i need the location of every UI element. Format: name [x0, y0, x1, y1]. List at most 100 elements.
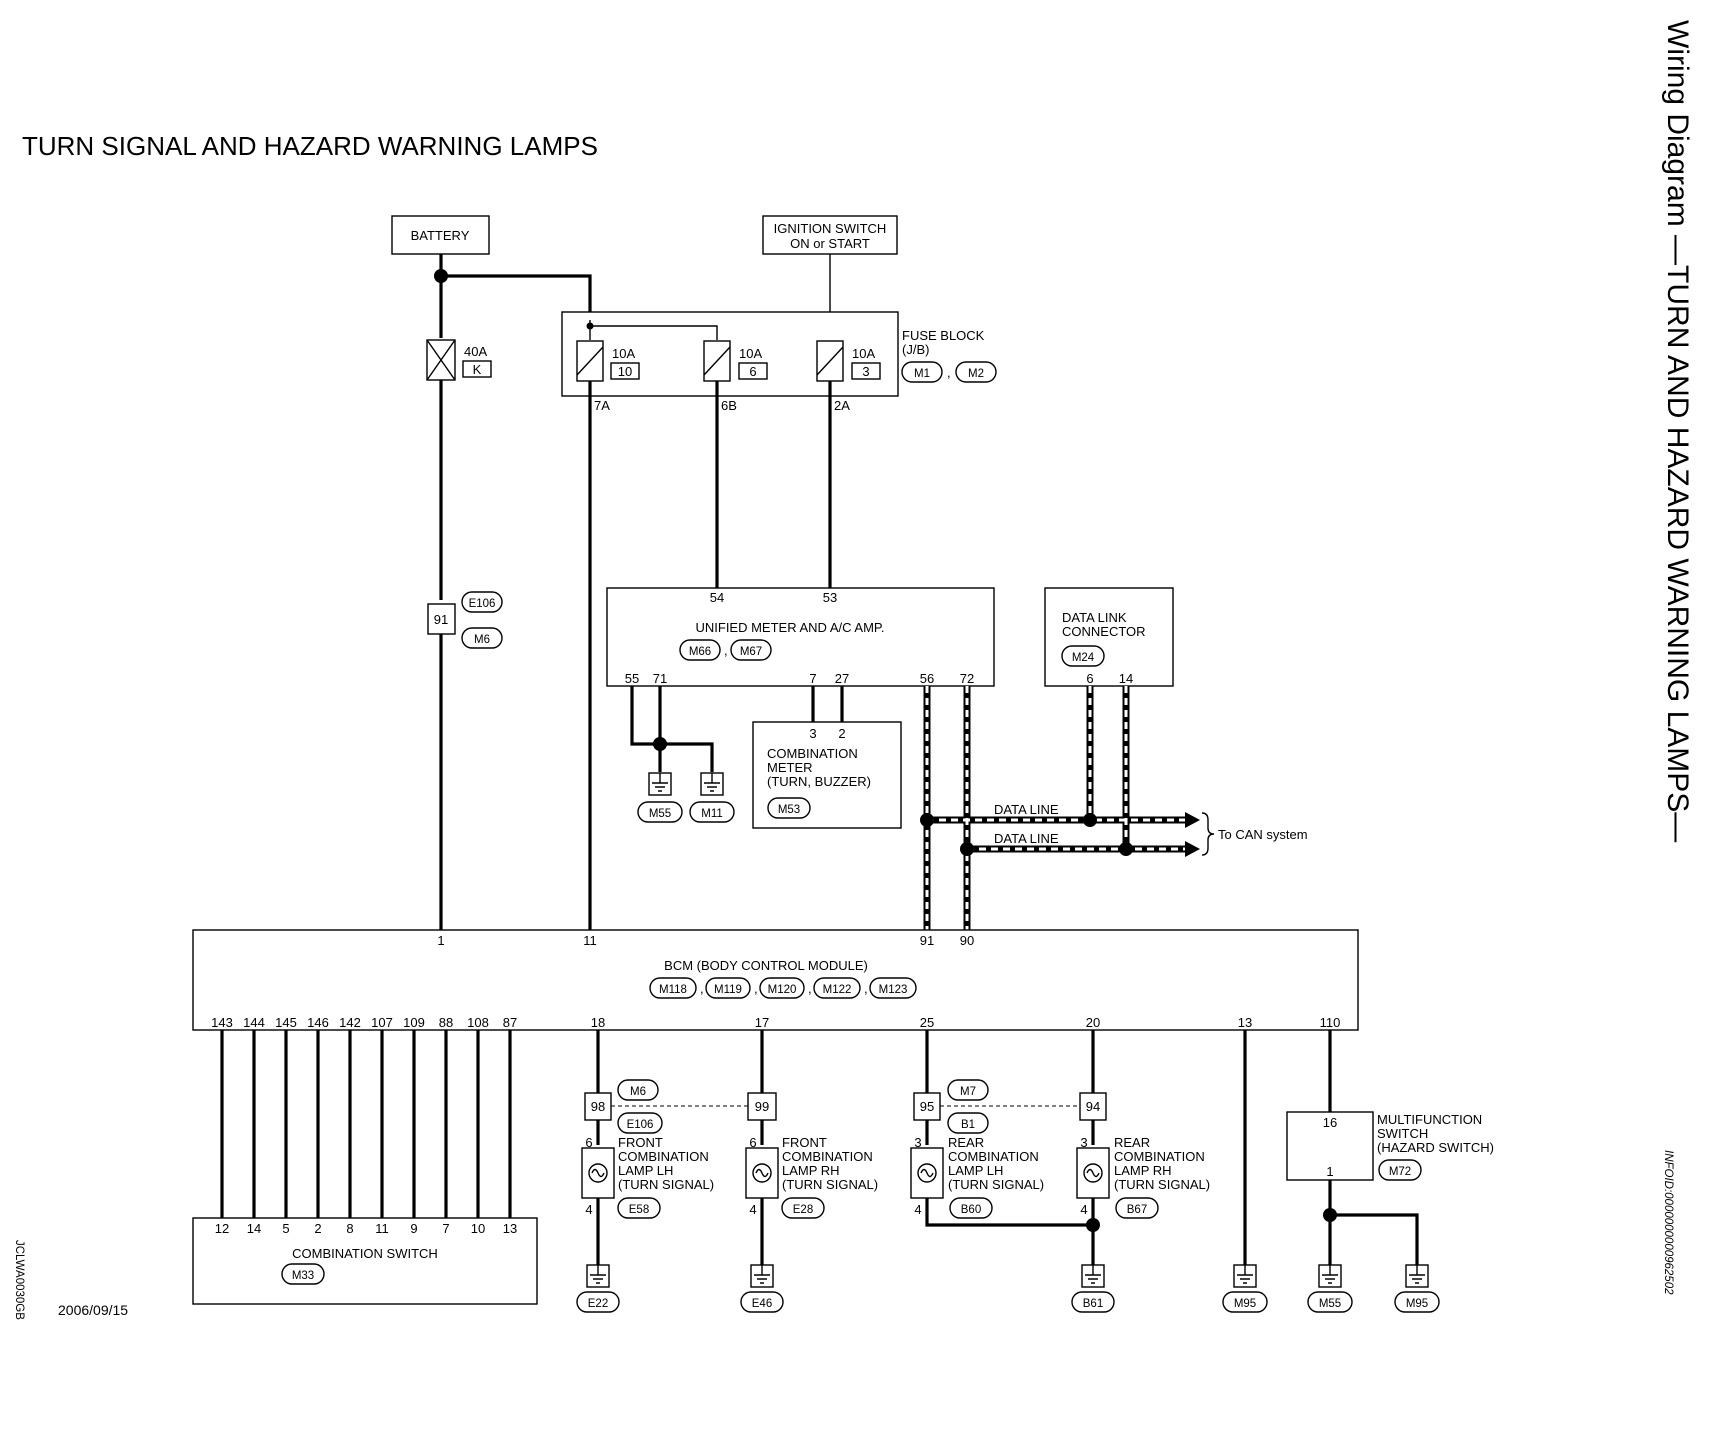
svg-text:,: , — [947, 365, 951, 380]
svg-text:M123: M123 — [879, 984, 908, 996]
svg-text:(J/B): (J/B) — [902, 342, 929, 357]
multifunction-switch-block: 16 1 MULTIFUNCTION SWITCH (HAZARD SWITCH… — [1286, 1111, 1494, 1181]
svg-text:M66: M66 — [689, 646, 711, 658]
svg-text:110: 110 — [1320, 1015, 1341, 1030]
svg-text:10: 10 — [618, 364, 632, 379]
svg-text:98: 98 — [591, 1099, 605, 1114]
svg-text:M122: M122 — [823, 984, 852, 996]
svg-text:E22: E22 — [588, 1298, 608, 1310]
svg-text:,: , — [864, 981, 868, 996]
inline-connector-91: 91 E106 M6 — [427, 591, 503, 649]
ground-e22: E22 — [576, 1264, 620, 1313]
can-system-label: To CAN system — [1218, 827, 1308, 842]
battery-block: BATTERY — [391, 215, 490, 255]
data-line-label-1: DATA LINE — [994, 802, 1059, 817]
battery-junction — [434, 269, 448, 283]
svg-text:9: 9 — [410, 1221, 417, 1236]
svg-text:6: 6 — [585, 1135, 592, 1150]
svg-text:6: 6 — [749, 364, 756, 379]
svg-text:(TURN SIGNAL): (TURN SIGNAL) — [618, 1177, 714, 1192]
svg-text:10A: 10A — [739, 346, 762, 361]
svg-text:,: , — [700, 981, 704, 996]
inline-connectors-front: 98 99 M6 E106 — [584, 1079, 777, 1134]
svg-text:M119: M119 — [714, 984, 742, 996]
ground-e46: E46 — [740, 1264, 784, 1313]
info-id: INFOID:0000000000962502 — [1662, 1150, 1674, 1295]
bcm-block: 1 11 91 90 BCM (BODY CONTROL MODULE) M11… — [192, 929, 1359, 1031]
fusible-link-40a: 40A K — [426, 339, 492, 381]
combination-switch-block: 12 14 5 2 8 11 9 7 10 13 COMBINATION SWI… — [192, 1217, 538, 1305]
svg-text:E106: E106 — [627, 1119, 654, 1131]
rear-combination-lamp-rh: 3 4 REAR COMBINATION LAMP RH (TURN SIGNA… — [1076, 1135, 1210, 1219]
svg-text:(TURN SIGNAL): (TURN SIGNAL) — [1114, 1177, 1210, 1192]
svg-text:COMBINATION: COMBINATION — [618, 1149, 709, 1164]
svg-text:M72: M72 — [1389, 1166, 1411, 1178]
svg-text:M7: M7 — [960, 1086, 976, 1098]
svg-text:2: 2 — [314, 1221, 321, 1236]
svg-text:REAR: REAR — [948, 1135, 984, 1150]
rear-combination-lamp-lh: 3 4 REAR COMBINATION LAMP LH (TURN SIGNA… — [910, 1135, 1044, 1219]
front-combination-lamp-rh: 6 4 FRONT COMBINATION LAMP RH (TURN SIGN… — [745, 1135, 878, 1219]
svg-text:M33: M33 — [292, 1270, 314, 1282]
svg-text:12: 12 — [215, 1221, 229, 1236]
svg-text:M118: M118 — [659, 984, 687, 996]
diagram-title: TURN SIGNAL AND HAZARD WARNING LAMPS — [22, 131, 598, 161]
svg-text:3: 3 — [862, 364, 869, 379]
fuse-block: 10A 10 10A 6 10A 3 7A 6B 2A — [561, 311, 899, 413]
svg-text:M95: M95 — [1406, 1298, 1428, 1310]
svg-text:5: 5 — [282, 1221, 289, 1236]
svg-text:14: 14 — [247, 1221, 261, 1236]
svg-text:K: K — [473, 362, 482, 377]
svg-text:72: 72 — [960, 671, 974, 686]
inline-connectors-rear: 95 94 M7 B1 — [913, 1079, 1107, 1134]
svg-text:COMBINATION: COMBINATION — [767, 746, 858, 761]
svg-text:IGNITION SWITCH: IGNITION SWITCH — [774, 221, 887, 236]
svg-text:COMBINATION: COMBINATION — [782, 1149, 873, 1164]
svg-text:10A: 10A — [852, 346, 875, 361]
ignition-switch-block: IGNITION SWITCH ON or START — [762, 215, 898, 255]
svg-text:LAMP LH: LAMP LH — [618, 1163, 673, 1178]
svg-text:17: 17 — [755, 1015, 769, 1030]
svg-text:91: 91 — [920, 933, 934, 948]
svg-text:FRONT: FRONT — [782, 1135, 827, 1150]
svg-text:108: 108 — [467, 1015, 489, 1030]
svg-text:109: 109 — [403, 1015, 425, 1030]
svg-text:4: 4 — [749, 1202, 756, 1217]
svg-text:E46: E46 — [752, 1298, 772, 1310]
svg-text:(TURN SIGNAL): (TURN SIGNAL) — [948, 1177, 1044, 1192]
ground-m95-bcm: M95 — [1222, 1264, 1268, 1313]
svg-text:7A: 7A — [594, 398, 610, 413]
svg-text:UNIFIED METER AND A/C AMP.: UNIFIED METER AND A/C AMP. — [695, 620, 884, 635]
svg-text:E28: E28 — [793, 1204, 813, 1216]
svg-text:8: 8 — [346, 1221, 353, 1236]
ground-b61: B61 — [1071, 1264, 1115, 1313]
svg-text:M55: M55 — [1319, 1298, 1341, 1310]
svg-text:M6: M6 — [474, 634, 490, 646]
unified-meter-block: 54 53 UNIFIED METER AND A/C AMP. M66 , M… — [606, 587, 995, 687]
svg-text:107: 107 — [371, 1015, 393, 1030]
svg-text:,: , — [808, 981, 812, 996]
svg-text:6B: 6B — [721, 398, 737, 413]
svg-text:4: 4 — [914, 1202, 921, 1217]
svg-text:91: 91 — [434, 612, 448, 627]
svg-text:25: 25 — [920, 1015, 934, 1030]
svg-text:53: 53 — [823, 590, 837, 605]
svg-text:1: 1 — [1326, 1164, 1333, 1179]
svg-text:13: 13 — [503, 1221, 517, 1236]
svg-text:55: 55 — [625, 671, 639, 686]
ground-m55-meter: M55 — [637, 772, 683, 823]
svg-text:142: 142 — [339, 1015, 361, 1030]
svg-text:88: 88 — [439, 1015, 453, 1030]
svg-text:3: 3 — [914, 1135, 921, 1150]
svg-text:6: 6 — [749, 1135, 756, 1150]
svg-text:94: 94 — [1086, 1099, 1100, 1114]
svg-text:16: 16 — [1323, 1115, 1337, 1130]
date-label: 2006/09/15 — [58, 1302, 128, 1318]
svg-text:,: , — [724, 643, 728, 658]
svg-text:FRONT: FRONT — [618, 1135, 663, 1150]
svg-text:E58: E58 — [629, 1204, 649, 1216]
svg-text:3: 3 — [1080, 1135, 1087, 1150]
svg-text:B67: B67 — [1127, 1204, 1147, 1216]
svg-text:COMBINATION SWITCH: COMBINATION SWITCH — [292, 1246, 438, 1261]
